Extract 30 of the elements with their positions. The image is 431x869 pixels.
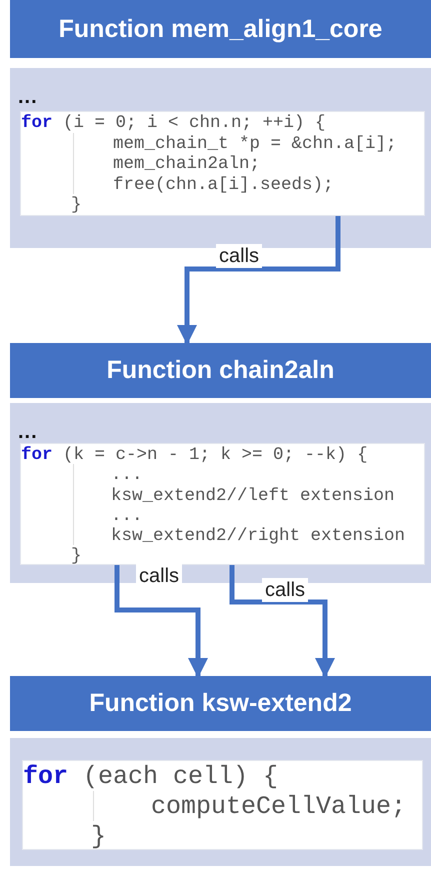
code-line: ksw_extend2//left extension (110, 486, 396, 506)
function-header: Function ksw-extend2 (10, 676, 431, 731)
function-header: Function chain2aln (10, 343, 431, 398)
code-line: for (k = c->n - 1; k >= 0; --k) { (21, 445, 369, 466)
call-arrow (177, 216, 340, 345)
code-line: free(chn.a[i].seeds); (112, 174, 335, 195)
ellipsis-text: ... (18, 86, 38, 109)
code-line: computeCellValue; (150, 792, 408, 822)
code-line: mem_chain2aln; (112, 154, 262, 174)
function-panel (10, 738, 431, 866)
function-header: Function mem_align1_core (10, 0, 431, 58)
code-block (20, 111, 425, 216)
code-line: } (90, 822, 108, 852)
code-line: mem_chain_t *p = &chn.a[i]; (112, 134, 398, 154)
call-arrow (114, 565, 208, 678)
code-line: for (each cell) { (23, 762, 280, 792)
code-line: } (70, 195, 83, 216)
ellipsis-text: ... (18, 421, 38, 444)
code-block (20, 443, 425, 565)
call-arrow (230, 565, 335, 678)
code-line: } (70, 546, 83, 567)
code-line: ... (110, 465, 144, 486)
code-block (22, 760, 423, 850)
function-panel (10, 403, 431, 583)
edge-label: calls (216, 244, 262, 268)
code-line: ... (110, 506, 144, 526)
edge-label: calls (262, 578, 308, 602)
code-line: ksw_extend2//right extension (110, 526, 406, 546)
code-line: for (i = 0; i < chn.n; ++i) { (21, 113, 327, 134)
function-panel (10, 68, 431, 248)
